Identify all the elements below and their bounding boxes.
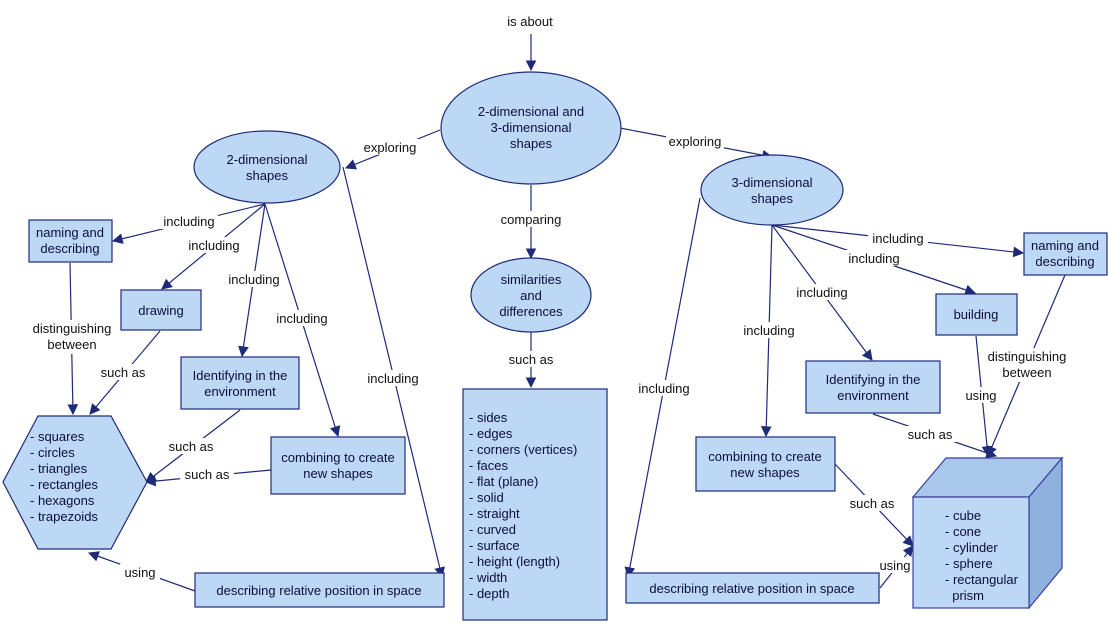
label-distinguishing-right-1: distinguishing <box>988 349 1067 364</box>
node-describing-left[interactable]: describing relative position in space <box>194 572 445 608</box>
list-3d-item-5: - rectangular <box>945 572 1019 587</box>
list-3d-item-3: - cylinder <box>945 540 998 555</box>
node-naming-left[interactable]: naming and describing <box>28 219 113 263</box>
node-2d-line-1: 2-dimensional <box>227 152 308 167</box>
node-naming-right-line-1: naming and <box>1031 238 1099 253</box>
attr-item-3: - corners (vertices) <box>469 442 577 457</box>
node-2d-shapes[interactable]: 2-dimensional shapes <box>193 130 341 204</box>
node-identifying-left-line-1: Identifying in the <box>193 368 288 383</box>
attr-item-6: - solid <box>469 490 504 505</box>
node-similarities-line-3: differences <box>499 304 563 319</box>
attr-item-8: - curved <box>469 522 516 537</box>
nodes: is about 2-dimensional and 3-dimensional… <box>2 14 1108 621</box>
node-describing-left-line-1: describing relative position in space <box>216 583 421 598</box>
node-3d-shapes-list[interactable]: - cube - cone - cylinder - sphere - rect… <box>911 456 1064 610</box>
attr-item-5: - flat (plane) <box>469 474 538 489</box>
node-identifying-right-line-1: Identifying in the <box>826 372 921 387</box>
label-including-1: including <box>163 214 214 229</box>
list-3d-item-1: - cube <box>945 508 981 523</box>
label-distinguishing-left-1: distinguishing <box>33 321 112 336</box>
node-similarities-line-1: similarities <box>501 272 562 287</box>
label-distinguishing-left-2: between <box>47 337 96 352</box>
link-labels: exploring exploring comparing such as in… <box>28 133 1073 580</box>
attr-item-2: - edges <box>469 426 513 441</box>
node-combining-left[interactable]: combining to create new shapes <box>270 436 406 495</box>
node-2d-line-2: shapes <box>246 168 288 183</box>
attr-item-9: - surface <box>469 538 520 553</box>
node-naming-right[interactable]: naming and describing <box>1023 232 1108 276</box>
label-such-as-identifying: such as <box>169 439 214 454</box>
attr-item-4: - faces <box>469 458 509 473</box>
node-drawing-line-1: drawing <box>138 303 184 318</box>
label-such-as-drawing: such as <box>101 365 146 380</box>
node-naming-left-line-1: naming and <box>36 225 104 240</box>
label-including-5: including <box>367 371 418 386</box>
cube-front <box>912 496 1030 609</box>
list-2d-item-4: - rectangles <box>30 477 98 492</box>
node-main-line-1: 2-dimensional and <box>478 104 584 119</box>
attr-item-10: - height (length) <box>469 554 560 569</box>
label-including-4: including <box>276 311 327 326</box>
top-label: is about <box>507 14 553 29</box>
list-3d-item-4: - sphere <box>945 556 993 571</box>
node-identifying-right-line-2: environment <box>837 388 909 403</box>
label-comparing: comparing <box>501 212 562 227</box>
list-3d-item-2: - cone <box>945 524 981 539</box>
node-describing-right[interactable]: describing relative position in space <box>625 572 880 604</box>
node-similarities-line-2: and <box>520 288 542 303</box>
node-main-line-3: shapes <box>510 136 552 151</box>
node-combining-left-line-2: new shapes <box>303 466 373 481</box>
list-2d-item-2: - circles <box>30 445 75 460</box>
node-2d-shapes-list[interactable]: - squares - circles - triangles - rectan… <box>2 415 148 550</box>
node-building[interactable]: building <box>935 293 1018 336</box>
label-such-as-identifying-r: such as <box>908 427 953 442</box>
label-including-2: including <box>188 238 239 253</box>
list-2d-item-1: - squares <box>30 429 85 444</box>
node-main-line-2: 3-dimensional <box>491 120 572 135</box>
label-exploring-right: exploring <box>669 134 722 149</box>
list-3d-item-6: prism <box>945 588 984 603</box>
label-using-left: using <box>124 565 155 580</box>
node-main[interactable]: 2-dimensional and 3-dimensional shapes <box>440 71 622 185</box>
node-naming-right-line-2: describing <box>1035 254 1094 269</box>
label-distinguishing-right-2: between <box>1002 365 1051 380</box>
node-combining-left-line-1: combining to create <box>281 450 394 465</box>
attr-item-1: - sides <box>469 410 508 425</box>
label-including-r1: including <box>872 231 923 246</box>
label-such-as-combining-r: such as <box>850 496 895 511</box>
node-3d-line-1: 3-dimensional <box>732 175 813 190</box>
label-including-3: including <box>228 272 279 287</box>
list-2d-item-3: - triangles <box>30 461 88 476</box>
node-combining-right-line-1: combining to create <box>708 449 821 464</box>
label-such-as-combining: such as <box>185 467 230 482</box>
node-building-line-1: building <box>954 307 999 322</box>
label-using-building: using <box>965 388 996 403</box>
node-identifying-left[interactable]: Identifying in the environment <box>180 356 300 410</box>
label-such-as-center: such as <box>509 352 554 367</box>
node-naming-left-line-2: describing <box>40 241 99 256</box>
list-2d-item-5: - hexagons <box>30 493 95 508</box>
attr-item-12: - depth <box>469 586 509 601</box>
attr-item-11: - width <box>469 570 507 585</box>
node-attributes-list[interactable]: - sides - edges - corners (vertices) - f… <box>462 388 608 621</box>
label-including-r4: including <box>743 323 794 338</box>
node-combining-right-line-2: new shapes <box>730 465 800 480</box>
node-3d-line-2: shapes <box>751 191 793 206</box>
node-identifying-left-line-2: environment <box>204 384 276 399</box>
label-using-right: using <box>879 558 910 573</box>
node-describing-right-line-1: describing relative position in space <box>649 581 854 596</box>
node-similarities[interactable]: similarities and differences <box>470 257 592 333</box>
label-including-r3: including <box>796 285 847 300</box>
node-combining-right[interactable]: combining to create new shapes <box>695 436 836 492</box>
label-exploring-left: exploring <box>364 140 417 155</box>
label-including-r2: including <box>848 251 899 266</box>
node-drawing[interactable]: drawing <box>120 289 202 331</box>
label-including-r5: including <box>638 381 689 396</box>
list-2d-item-6: - trapezoids <box>30 509 98 524</box>
node-identifying-right[interactable]: Identifying in the environment <box>805 360 941 414</box>
node-3d-shapes[interactable]: 3-dimensional shapes <box>700 154 844 226</box>
attr-item-7: - straight <box>469 506 520 521</box>
